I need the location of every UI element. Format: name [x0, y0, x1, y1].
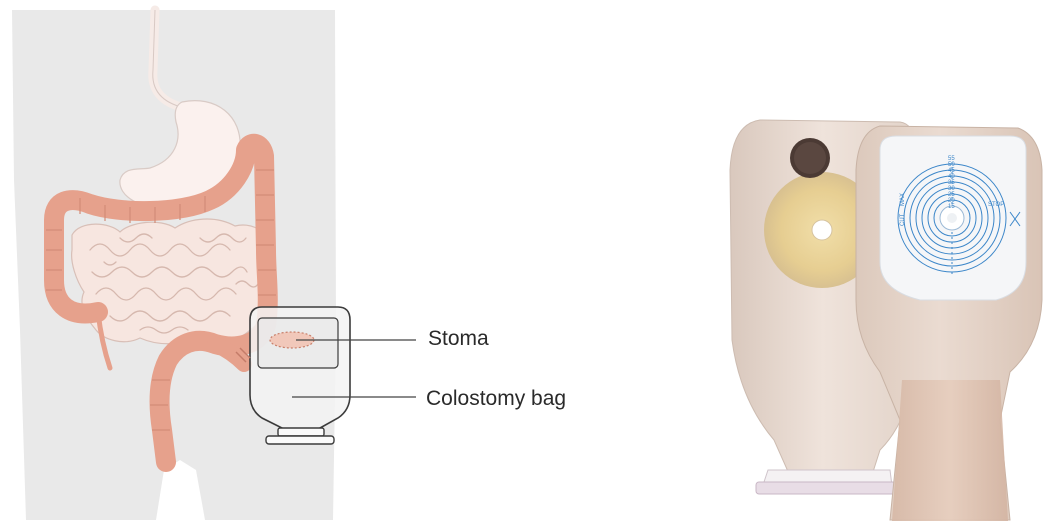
stoma-label: Stoma [428, 327, 489, 351]
wafer-mark-30: 30 [948, 186, 955, 192]
wafer-mark-cut: CUT [900, 213, 906, 226]
wafer-mark-15: 15 [948, 204, 955, 210]
wafer-mark-50: 50 [948, 162, 955, 168]
pouch-front: MAX CUT STOP 15 20 25 30 35 40 45 50 55 [856, 126, 1042, 521]
wafer-mark-stop: STOP [988, 202, 1004, 208]
wafer-mark-max: MAX [900, 193, 906, 206]
wafer-mark-40: 40 [948, 174, 955, 180]
wafer-mark-25: 25 [948, 192, 955, 198]
colostomy-bag-label: Colostomy bag [426, 387, 566, 411]
wafer-mark-35: 35 [948, 180, 955, 186]
wafer-mark-20: 20 [948, 198, 955, 204]
wafer-mark-55: 55 [948, 156, 955, 162]
wafer-mark-45: 45 [948, 168, 955, 174]
